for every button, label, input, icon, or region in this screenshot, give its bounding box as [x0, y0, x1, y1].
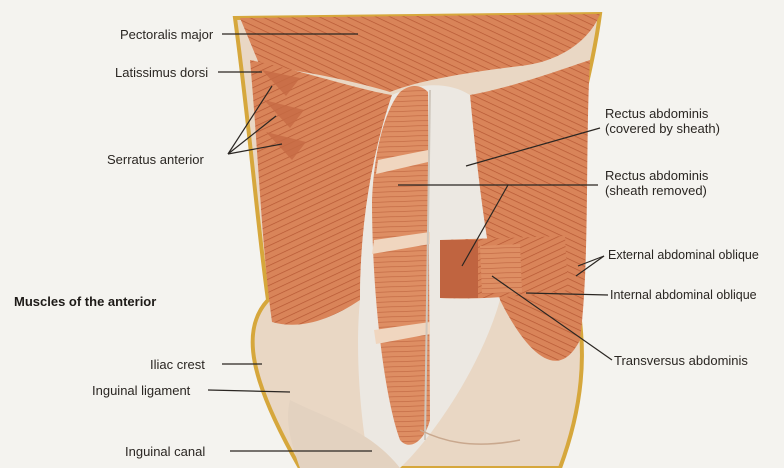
- label-inguinal-ligament: Inguinal ligament: [92, 383, 190, 398]
- label-rectus-removed-line1: Rectus abdominis: [605, 168, 708, 183]
- inner-layer-strip: [480, 244, 522, 294]
- label-pectoralis-major: Pectoralis major: [120, 27, 213, 42]
- label-rectus-covered: Rectus abdominis (covered by sheath): [605, 106, 720, 136]
- label-serratus-anterior: Serratus anterior: [107, 152, 204, 167]
- figure-caption: Muscles of the anterior: [14, 294, 156, 309]
- label-rectus-removed-line2: (sheath removed): [605, 183, 708, 198]
- label-latissimus-dorsi: Latissimus dorsi: [115, 65, 208, 80]
- label-inguinal-canal: Inguinal canal: [125, 444, 205, 459]
- label-transversus: Transversus abdominis: [614, 353, 748, 368]
- label-rectus-removed: Rectus abdominis (sheath removed): [605, 168, 708, 198]
- label-iliac-crest: Iliac crest: [150, 357, 205, 372]
- label-rectus-covered-line2: (covered by sheath): [605, 121, 720, 136]
- label-internal-oblique: Internal abdominal oblique: [610, 288, 757, 303]
- label-external-oblique: External abdominal oblique: [608, 248, 759, 263]
- label-rectus-covered-line1: Rectus abdominis: [605, 106, 720, 121]
